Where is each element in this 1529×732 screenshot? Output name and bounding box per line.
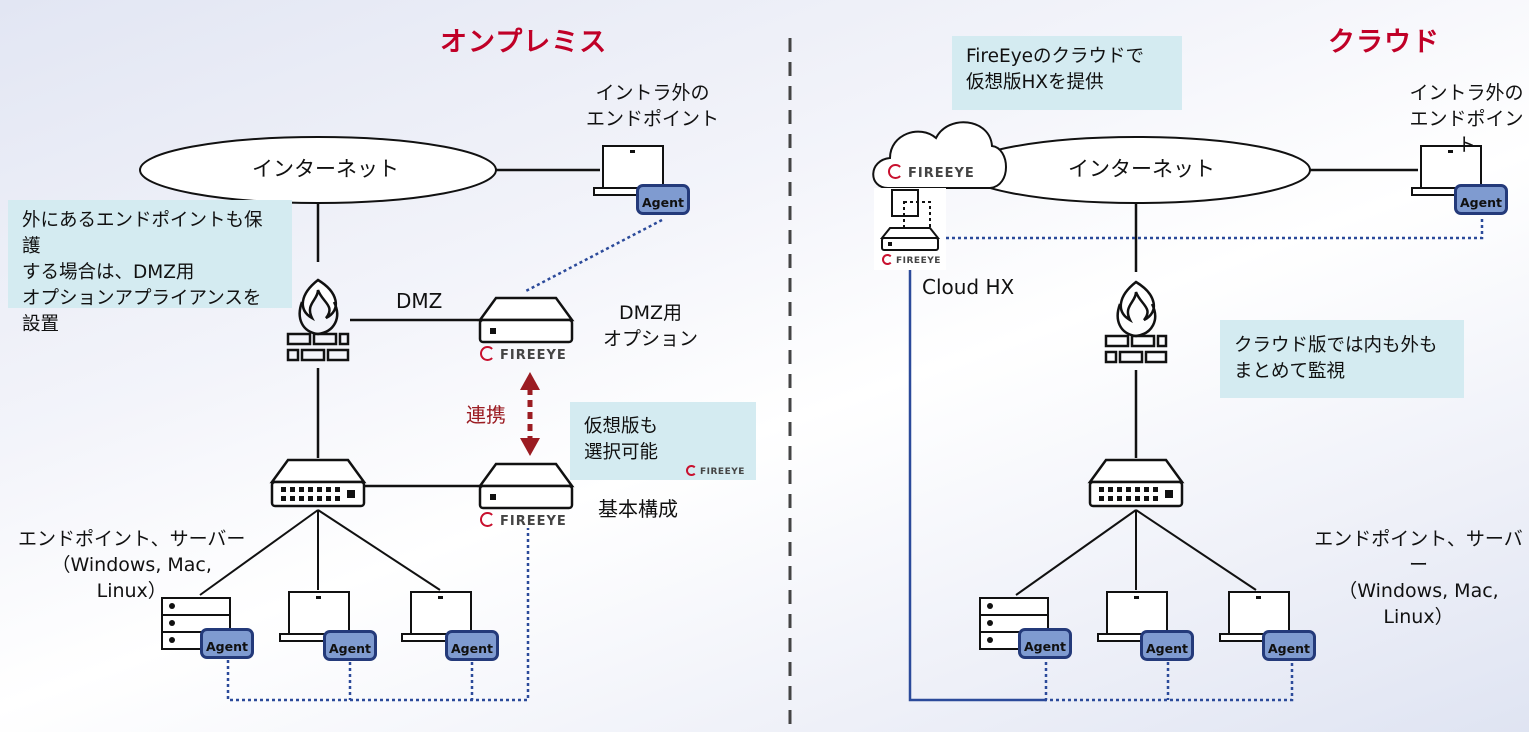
internet-label-cloud: インターネット <box>1068 157 1215 181</box>
switch-cloud <box>1087 458 1185 508</box>
agent-badge-laptop2-onprem: Agent <box>445 630 499 661</box>
agent-link-onprem <box>226 528 530 702</box>
agent-badge-external-onprem: Agent <box>636 184 690 215</box>
agent-badge-server-cloud: Agent <box>1018 628 1072 659</box>
cloud-title: クラウド <box>1328 27 1440 58</box>
fireeye-logo-cloud-hx: FIREEYE <box>882 254 941 266</box>
link-switch-laptop2 <box>317 509 441 591</box>
server-cloud <box>979 597 1049 650</box>
agent-link-cloud-internal <box>1044 662 1294 702</box>
laptop-onprem-1 <box>279 591 359 642</box>
agent-badge-laptop2-cloud: Agent <box>1262 630 1316 661</box>
external-laptop-cloud <box>1411 145 1491 196</box>
callout-cloud-monitor: クラウド版では内も外も まとめて監視 <box>1220 320 1464 398</box>
agent-badge-laptop1-cloud: Agent <box>1140 630 1194 661</box>
dmz-appliance <box>477 296 575 344</box>
switch-onprem <box>269 458 367 508</box>
internet-label-onprem: インターネット <box>252 157 399 181</box>
basic-config-label: 基本構成 <box>598 497 678 521</box>
agent-link-cloud-external <box>940 218 1484 240</box>
link-switch-server <box>199 509 319 596</box>
fireeye-logo-hx: FIREEYE <box>480 512 567 529</box>
cloud-hx-label: Cloud HX <box>922 275 1015 299</box>
link-switch-laptop2-cloud <box>1135 509 1257 591</box>
agent-badge-external-cloud: Agent <box>1454 184 1508 215</box>
external-endpoint-label-cloud: イントラ外の エンドポイント <box>1409 82 1524 156</box>
firewall-onprem <box>286 278 350 362</box>
endpoints-label-cloud: エンドポイント、サーバー （Windows, Mac, Linux） <box>1314 528 1523 628</box>
fireeye-logo-dmz: FIREEYE <box>480 346 567 363</box>
dmz-label: DMZ <box>396 289 443 313</box>
link-label: 連携 <box>466 403 506 427</box>
hx-appliance <box>477 462 575 510</box>
fireeye-logo-cloud: FIREEYE <box>888 164 975 181</box>
agent-badge-server-onprem: Agent <box>200 628 254 659</box>
link-arrow <box>520 372 540 456</box>
agent-badge-laptop1-onprem: Agent <box>323 630 377 661</box>
callout-virtual-text: 仮想版も 選択可能 <box>584 416 659 463</box>
laptop-cloud-1 <box>1097 591 1177 642</box>
laptop-onprem-2 <box>401 591 481 642</box>
dmz-option-label: DMZ用 オプション <box>603 302 699 350</box>
endpoints-label-onprem: エンドポイント、サーバー （Windows, Mac, Linux） <box>18 528 246 602</box>
cloud-hx-link <box>908 268 1046 702</box>
fireeye-logo-virtual: FIREEYE <box>686 465 745 477</box>
callout-cloud-provide: FireEyeのクラウドで 仮想版HXを提供 <box>952 36 1182 110</box>
external-laptop-onprem <box>593 145 673 196</box>
callout-dmz-option: 外にあるエンドポイントも保護 する場合は、DMZ用 オプションアプライアンスを設… <box>8 200 292 335</box>
firewall-cloud <box>1104 280 1168 364</box>
external-endpoint-label-onprem: イントラ外の エンドポイント <box>586 82 720 130</box>
callout-virtual-option: 仮想版も 選択可能 <box>570 402 756 480</box>
agent-link-external-dmz <box>523 218 663 294</box>
onprem-title: オンプレミス <box>440 27 608 58</box>
link-switch-server-cloud <box>1015 509 1137 596</box>
